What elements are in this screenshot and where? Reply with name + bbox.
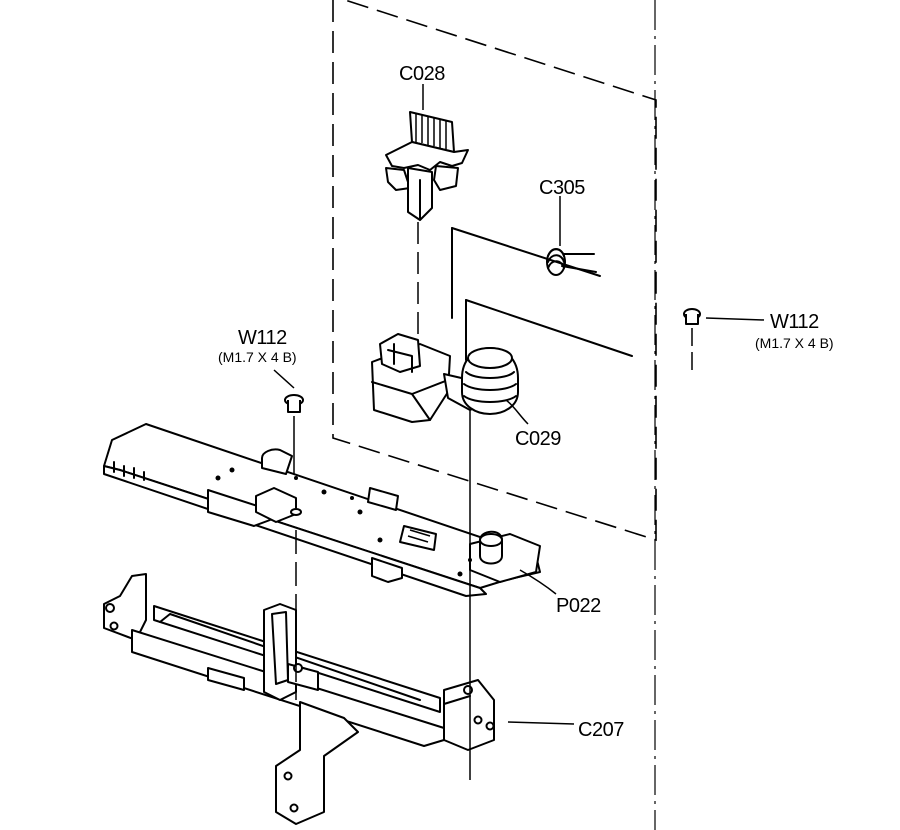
part-c028[interactable] [385,84,469,345]
part-c207[interactable] [103,573,575,825]
label-c305: C305 [539,177,585,199]
w112-left-leader [273,369,295,389]
label-w112-left: W112 [238,327,287,349]
label-w112-left-spec: (M1.7 X 4 B) [218,349,297,365]
label-w112-right: W112 [770,311,819,333]
w112-right-leader [705,317,765,321]
part-c029[interactable] [371,299,633,440]
label-w112-right-spec: (M1.7 X 4 B) [755,335,834,351]
c029-leader [505,399,529,425]
c207-leader [507,721,575,725]
part-w112-right[interactable] [683,308,765,376]
part-w112-left[interactable] [273,369,304,530]
p022-holes [215,467,472,577]
subassembly-boundary [332,0,657,542]
part-c305[interactable] [451,196,601,319]
part-p022[interactable] [103,423,557,597]
label-c207: C207 [578,719,624,741]
label-c028: C028 [399,63,445,85]
label-p022: P022 [556,595,601,617]
p022-leader [519,569,557,595]
label-c029: C029 [515,428,561,450]
